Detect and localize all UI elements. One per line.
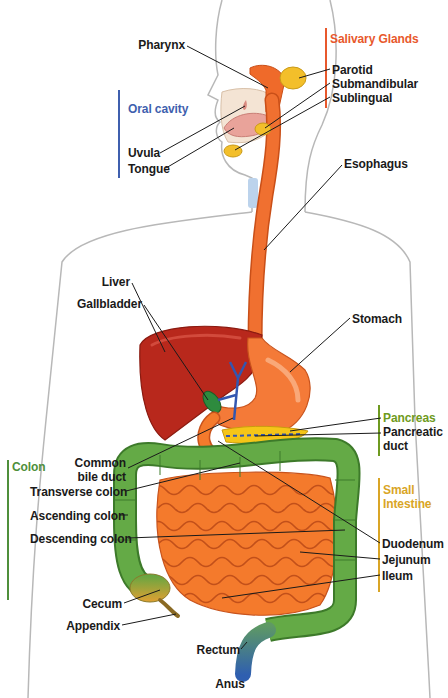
organ-label: Appendix [50, 619, 120, 633]
leader-line [290, 418, 381, 431]
leader-line [144, 305, 208, 400]
small-intestine [157, 472, 337, 615]
organ-label: Uvula [128, 146, 188, 160]
group-bracket [118, 90, 120, 178]
leader-line [265, 83, 330, 128]
intestine-fold [150, 558, 342, 567]
intestine-folds [150, 486, 350, 603]
leader-line [241, 642, 247, 649]
leader-line [235, 97, 330, 150]
intestine-fold [158, 540, 350, 549]
organ-label: Pharynx [115, 38, 185, 52]
intestine-fold [150, 486, 342, 495]
group-bracket [378, 405, 380, 456]
leader-line [300, 552, 380, 559]
leader-line [264, 165, 342, 250]
leader-line [187, 46, 268, 88]
leader-line [222, 575, 380, 598]
leader-line [124, 590, 160, 603]
group-bracket [325, 28, 327, 108]
group-bracket [7, 460, 9, 600]
organ-label: Gallbladder [62, 297, 142, 311]
organ-label: Rectum [180, 643, 240, 657]
group-label: Small Intestine [383, 483, 443, 511]
trachea [248, 178, 258, 208]
intestine-fold [158, 504, 350, 513]
organ-label: Esophagus [344, 157, 434, 171]
leader-line [132, 283, 165, 352]
organ-label: Pancreatic duct [383, 425, 447, 453]
organ-label: Ileum [382, 569, 446, 583]
uvula [243, 100, 247, 110]
organ-label: Ascending colon [30, 509, 130, 523]
leader-line [126, 463, 240, 491]
organ-label: Duodenum [382, 537, 446, 551]
organ-label: Parotid [332, 63, 442, 77]
organ-label: Jejunum [382, 553, 446, 567]
organ-label: Stomach [352, 312, 432, 326]
organ-label: Descending colon [30, 532, 130, 546]
intestine-fold [150, 522, 342, 531]
rectum [243, 630, 268, 674]
organ-label: Tongue [128, 162, 188, 176]
leader-line [299, 69, 330, 78]
group-label: Colon [12, 460, 72, 474]
appendix [160, 600, 178, 616]
leader-line [166, 128, 234, 168]
head-outline [305, 0, 336, 212]
stomach [212, 338, 310, 434]
organ-label: Sublingual [332, 91, 442, 105]
leader-line [290, 318, 350, 372]
group-label: Pancreas [383, 411, 443, 425]
submandibular-gland [255, 123, 271, 135]
leader-line [122, 614, 176, 625]
leader-lines [120, 46, 381, 649]
leader-line [218, 441, 380, 543]
leader-line [255, 433, 381, 436]
bile-duct [218, 362, 246, 420]
leader-line [128, 418, 233, 468]
parotid-gland [280, 67, 306, 89]
colon [125, 449, 349, 630]
colon-haustra [113, 451, 355, 560]
organ-label: Anus [200, 677, 260, 691]
cecum [130, 574, 170, 602]
group-label: Oral cavity [128, 102, 218, 116]
leader-line [128, 530, 345, 538]
organ-label: Transverse colon [30, 485, 130, 499]
organ-label: Cecum [62, 597, 122, 611]
group-label: Salivary Glands [330, 32, 445, 46]
stomach-highlight [268, 360, 298, 400]
sublingual-gland [224, 145, 242, 157]
organ-label: Common bile duct [60, 456, 126, 484]
organ-label: Submandibular [332, 77, 442, 91]
organ-label: Liver [70, 275, 130, 289]
colon [125, 449, 349, 630]
